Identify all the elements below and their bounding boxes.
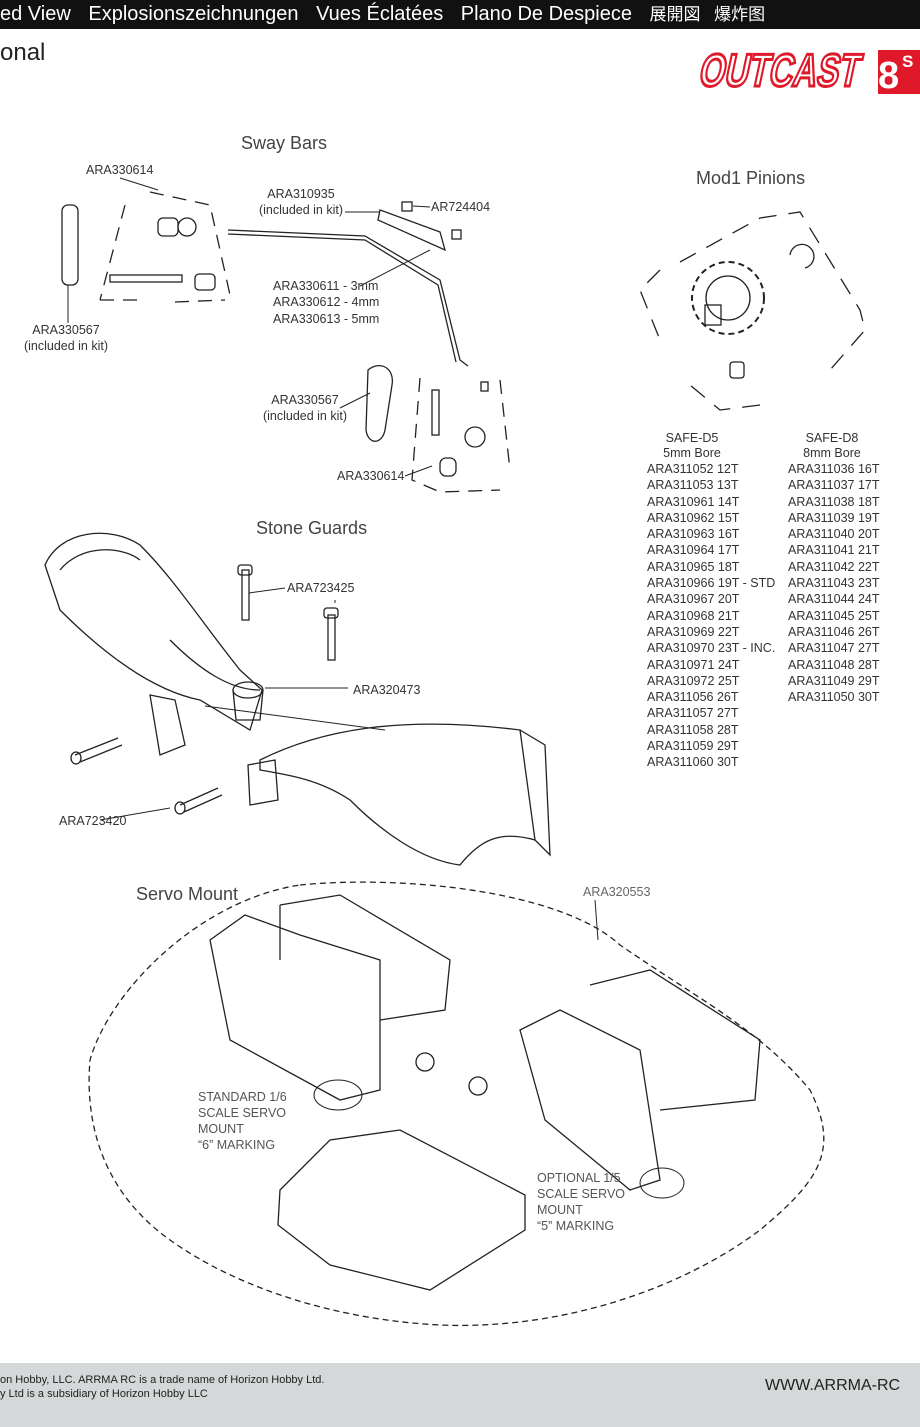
pinion-item: ARA311039 19T	[788, 510, 880, 525]
label-ara330614-left: ARA330614	[86, 163, 154, 177]
svg-text:OUTCAST: OUTCAST	[695, 44, 866, 95]
pinion-item: ARA311056 26T	[647, 690, 739, 705]
pinion-item: ARA310966 19T - STD	[647, 576, 776, 591]
optional-note-line-3: MOUNT	[537, 1203, 583, 1217]
pinion-item: ARA311048 28T	[788, 657, 880, 672]
label-ara320553: ARA320553	[583, 885, 651, 899]
pinion-item: ARA311042 22T	[788, 559, 880, 574]
pinion-item: ARA310961 14T	[647, 494, 740, 509]
pinion-item: ARA310965 18T	[647, 559, 740, 574]
label-ara330567-right-note: (included in kit)	[262, 409, 348, 423]
label-ara330567-right: ARA330567	[271, 393, 339, 407]
standard-note-line-3: MOUNT	[198, 1122, 244, 1136]
optional-note-line-2: SCALE SERVO	[537, 1187, 626, 1201]
pinion-item: ARA310964 17T	[647, 543, 740, 558]
pinion-item: ARA310971 24T	[647, 657, 740, 672]
sway-bars-title: Sway Bars	[241, 133, 328, 153]
pinion-item: ARA310970 23T - INC.	[647, 641, 776, 656]
pinion-list-d5: SAFE-D5 5mm Bore ARA311052 12T ARA311053 …	[647, 431, 775, 771]
d5-subheader: 5mm Bore	[663, 446, 721, 460]
standard-note-line-4: “6” MARKING	[198, 1138, 276, 1152]
standard-note-line-1: STANDARD 1/6	[198, 1090, 287, 1104]
servo-mount-title: Servo Mount	[136, 884, 239, 904]
pinion-item: ARA310968 21T	[647, 608, 740, 623]
pinion-item: ARA311047 27T	[788, 641, 880, 656]
pinion-drawing	[639, 211, 866, 411]
stone-guard-drawing	[44, 532, 551, 866]
footer-line-1: on Hobby, LLC. ARRMA RC is a trade name …	[0, 1374, 325, 1386]
label-ara723420: ARA723420	[59, 814, 127, 828]
pinion-list-d8: SAFE-D8 8mm Bore ARA311036 16T ARA311037 …	[788, 431, 880, 705]
optional-note-line-1: OPTIONAL 1/5	[537, 1171, 621, 1185]
header-title-de: Explosionszeichnungen	[88, 3, 299, 25]
header-title-cn: 爆炸图	[714, 5, 766, 24]
label-ara320473: ARA320473	[353, 683, 421, 697]
pinion-item: ARA311038 18T	[788, 494, 880, 509]
optional-note-line-4: “5” MARKING	[537, 1219, 615, 1233]
pinion-item: ARA311037 17T	[788, 478, 880, 493]
standard-note-line-2: SCALE SERVO	[198, 1106, 287, 1120]
pinion-item: ARA311044 24T	[788, 592, 880, 607]
outcast-logo: OUTCAST 8 S	[694, 43, 920, 97]
pinion-item: ARA310963 16T	[647, 527, 740, 542]
label-bar-4mm: ARA330612 - 4mm	[273, 295, 380, 309]
pinion-item: ARA311049 29T	[788, 673, 880, 688]
header-bar: ed View Explosionszeichnungen Vues Éclat…	[0, 0, 920, 29]
section-subtitle: onal	[0, 39, 46, 66]
header-title-es: Plano De Despiece	[460, 3, 632, 25]
pinion-item: ARA310969 22T	[647, 624, 740, 639]
pinion-item: ARA310972 25T	[647, 673, 740, 688]
d8-subheader: 8mm Bore	[803, 446, 861, 460]
pinion-item: ARA311052 12T	[647, 462, 739, 476]
label-ara723425: ARA723425	[287, 581, 355, 595]
header-title-jp: 展開図	[649, 5, 701, 24]
servo-mount-drawing	[88, 881, 825, 1327]
pinion-item: ARA311043 23T	[788, 576, 880, 591]
d5-header: SAFE-D5	[665, 431, 719, 445]
label-bar-3mm: ARA330611 - 3mm	[273, 279, 379, 293]
pinion-item: ARA311058 28T	[647, 722, 739, 737]
pinion-item: ARA310962 15T	[647, 510, 740, 525]
label-ara330614-right: ARA330614	[337, 469, 405, 483]
footer-line-2: y Ltd is a subsidiary of Horizon Hobby L…	[0, 1388, 208, 1400]
label-ara330567-left: ARA330567	[32, 323, 100, 337]
footer-website-link[interactable]: WWW.ARRMA-RC	[765, 1377, 901, 1394]
pinion-item: ARA311045 25T	[788, 608, 880, 623]
pinion-item: ARA311050 30T	[788, 690, 880, 705]
header-title-en: ed View	[0, 3, 71, 25]
pinion-item: ARA311053 13T	[647, 478, 739, 493]
pinion-item: ARA311036 16T	[788, 462, 880, 476]
label-ara330567-left-note: (included in kit)	[23, 339, 109, 353]
pinion-item: ARA311059 29T	[647, 739, 739, 754]
pinion-item: ARA311046 26T	[788, 624, 880, 639]
pinion-item: ARA311060 30T	[647, 755, 739, 770]
pinion-item: ARA310967 20T	[647, 592, 740, 607]
pinion-item: ARA311041 21T	[788, 543, 880, 558]
footer	[0, 1363, 920, 1427]
label-bar-5mm: ARA330613 - 5mm	[273, 312, 380, 326]
svg-text:8: 8	[878, 55, 899, 97]
pinion-item: ARA311040 20T	[788, 527, 880, 542]
label-ar724404: AR724404	[431, 200, 491, 214]
label-ara310935: ARA310935	[267, 187, 335, 201]
pinions-title: Mod1 Pinions	[696, 168, 806, 188]
exploded-view-artwork	[44, 177, 866, 1327]
d8-header: SAFE-D8	[805, 431, 859, 445]
svg-text:S: S	[902, 52, 913, 71]
stone-guards-title: Stone Guards	[256, 518, 368, 538]
sway-bar-drawing	[61, 191, 511, 493]
leader-lines	[67, 177, 433, 477]
label-ara310935-note: (included in kit)	[258, 203, 344, 217]
header-title-fr: Vues Éclatées	[316, 3, 444, 25]
pinion-item: ARA311057 27T	[647, 706, 739, 721]
